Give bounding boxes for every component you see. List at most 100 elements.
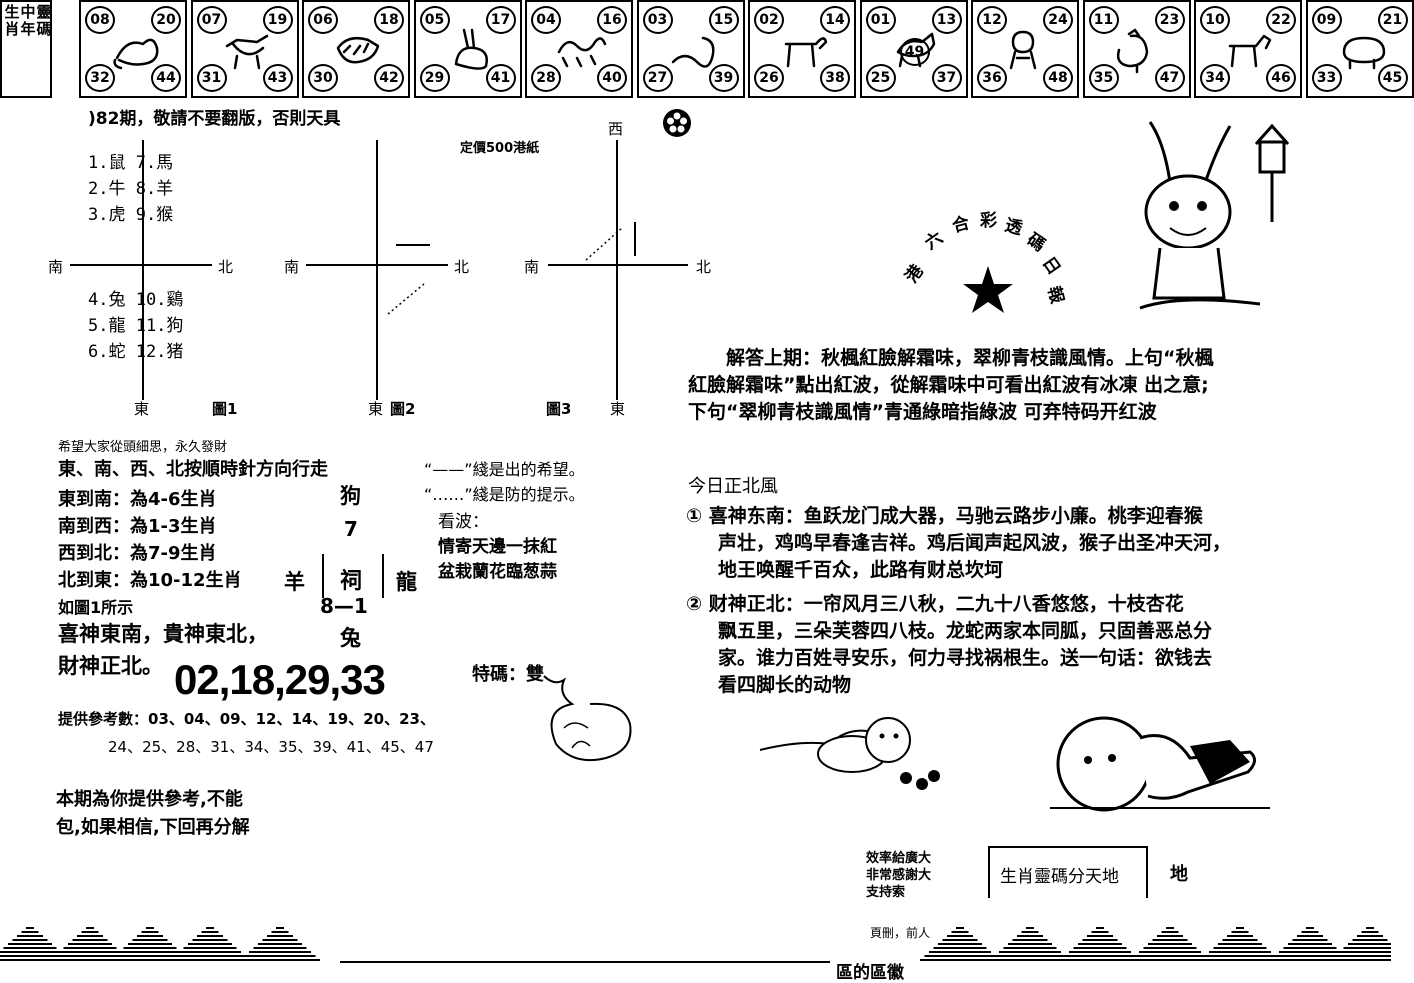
- decorative-pyramids: [0, 927, 1391, 963]
- zodiac-number: 05: [419, 6, 450, 34]
- wave-line-2: 盆栽蘭花臨葱蒜: [438, 562, 557, 582]
- footer-line-1: 本期為你提供參考,不能: [56, 789, 243, 810]
- legend-dotted: “‥‥‥”綫是防的提示。: [424, 485, 585, 504]
- title-box: 生肖靈碼分天地: [988, 846, 1148, 898]
- p2-line-3: 家。谁力百姓寻安乐，何力寻找祸根生。送一句话：欲钱去: [718, 647, 1213, 669]
- header-notice: )82期，敬請不要翻版，否則天具: [88, 109, 341, 129]
- zodiac-number: 47: [1154, 64, 1185, 92]
- south-label: 南: [284, 258, 300, 276]
- svg-text:碼: 碼: [1022, 229, 1048, 256]
- route-w-n: 西到北：為7-9生肖: [58, 543, 217, 564]
- list-row: 6.蛇 12.猪: [88, 342, 184, 362]
- zodiac-number: 33: [1311, 64, 1342, 92]
- wave-title: 看波：: [438, 512, 489, 532]
- zodiac-number: 02: [754, 6, 784, 34]
- list-row: 1.鼠 7.馬: [88, 153, 174, 173]
- zodiac-number: 23: [1154, 6, 1185, 34]
- thanks-line-1: 效率給廣大: [866, 851, 932, 866]
- zodiac-number: 20: [151, 6, 181, 34]
- ox-icon: [223, 28, 271, 72]
- route-n-e: 北到東：為10-12生肖: [58, 570, 242, 591]
- gods-text: 喜神東南，貴神東北， 財神正北。: [58, 618, 268, 682]
- box-di: 地: [1170, 864, 1188, 885]
- today-wind: 今日正北風: [688, 476, 778, 497]
- dragon-icon: [557, 28, 607, 72]
- list-row: 3.虎 9.猴: [88, 205, 174, 225]
- svg-text:六: 六: [921, 227, 947, 254]
- p1-line-1: 喜神东南：鱼跃龙门成大器，马驰云路步小廉。桃李迎春猴: [708, 505, 1203, 527]
- route-s-w: 南到西：為1-3生肖: [58, 516, 217, 537]
- zodiac-number: 31: [196, 64, 227, 92]
- dog-char: 狗: [340, 484, 361, 508]
- south-label: 南: [524, 258, 540, 276]
- fig1-label: 圖1: [212, 400, 238, 418]
- top-zodiac-list: 1.鼠 7.馬 2.牛 8.羊 3.虎 9.猴: [88, 150, 173, 228]
- wave-line-1: 情寄天邊一抹紅: [438, 537, 557, 557]
- monkey-icon: [1003, 28, 1051, 72]
- east-label: 東: [368, 400, 384, 418]
- paragraph-1: ① 喜神东南：鱼跃龙门成大器，马驰云路步小廉。桃李迎春猴 声壮，鸡鸣早春逢吉祥。…: [686, 503, 1231, 584]
- zodiac-year-label: 生肖 中年 靈碼: [0, 0, 52, 98]
- special-code: 特碼：雙: [472, 664, 544, 685]
- zodiac-number: 12: [977, 6, 1007, 34]
- p1-line-2: 声壮，鸡鸣早春逢吉祥。鸡后闻声起风波，猴子出圣冲天河，: [718, 532, 1232, 554]
- seven-char: 7: [344, 517, 358, 541]
- sketch-illustration: [543, 675, 632, 762]
- goat-icon: [892, 28, 940, 72]
- wave-poem: 看波： 情寄天邊一抹紅 盆栽蘭花臨葱蒜: [438, 510, 557, 585]
- temple-char: 祠: [340, 569, 363, 594]
- seal-stamp: 港 六 合 彩 透 碼 日 報: [901, 211, 1068, 313]
- tiger-icon: [334, 28, 382, 72]
- zodiac-number: 29: [419, 64, 450, 92]
- bottom-note: 區的區徽: [836, 963, 904, 983]
- svg-text:報: 報: [1043, 284, 1068, 307]
- fig3-label: 圖3: [546, 400, 572, 418]
- hk-emblem-icon: [662, 108, 692, 138]
- zodiac-number: 34: [1200, 64, 1230, 92]
- zodiac-number: 46: [1266, 64, 1296, 92]
- legend-solid: “——”綫是出的希望。: [424, 460, 585, 479]
- svg-text:港: 港: [901, 260, 929, 287]
- gods-line-1: 喜神東南，貴神東北，: [58, 622, 268, 646]
- p2-number: ②: [686, 593, 703, 615]
- label-col-3: 靈碼: [36, 3, 52, 38]
- zodiac-number: 28: [531, 64, 561, 92]
- zodiac-number: 17: [485, 6, 516, 34]
- thanks-note: 效率給廣大 非常感謝大 支持索: [866, 850, 931, 901]
- rabbit-icon: [446, 28, 494, 72]
- zodiac-number: 42: [374, 64, 404, 92]
- thanks-line-3: 支持索: [866, 885, 906, 900]
- zodiac-number: 06: [308, 6, 338, 34]
- zodiac-number: 45: [1377, 64, 1408, 92]
- zodiac-number: 18: [374, 6, 404, 34]
- answer-line-3: 下句“翠柳青枝識風情”青通綠暗指綠波 可弃特码开红波: [688, 401, 1157, 423]
- zodiac-number: 38: [820, 64, 850, 92]
- reference-numbers-1: 提供參考數：03、04、09、12、14、19、20、23、: [58, 710, 435, 728]
- paragraph-2: ② 财神正北：一帘风月三八秋，二九十八香悠悠，十枝杏花 飘五里，三朵芙蓉四八枝。…: [686, 591, 1212, 699]
- cartoon-sleeping-illustration: [1050, 716, 1270, 812]
- pig-icon: [1338, 28, 1386, 72]
- reference-numbers-2: 24、25、28、31、34、35、39、41、45、47: [108, 738, 434, 756]
- svg-text:日: 日: [1038, 253, 1064, 278]
- p1-number: ①: [686, 505, 703, 527]
- answer-line-2: 紅臉解霜味”點出紅波，從解霜味中可看出紅波有冰凍 出之意;: [688, 374, 1209, 396]
- zodiac-number: 27: [642, 64, 673, 92]
- svg-text:透: 透: [1003, 215, 1026, 240]
- north-label: 北: [696, 258, 712, 276]
- zodiac-number: 35: [1088, 64, 1119, 92]
- p1-line-3: 地王唤醒千百众，此路有财总坎坷: [718, 559, 1004, 581]
- north-label: 北: [454, 258, 470, 276]
- east-label: 東: [610, 400, 626, 418]
- box-title: 生肖靈碼分天地: [1000, 867, 1119, 887]
- rat-icon: [111, 28, 159, 72]
- dragon-char: 龍: [396, 570, 417, 594]
- zodiac-number: 08: [85, 6, 115, 34]
- list-row: 2.牛 8.羊: [88, 179, 174, 199]
